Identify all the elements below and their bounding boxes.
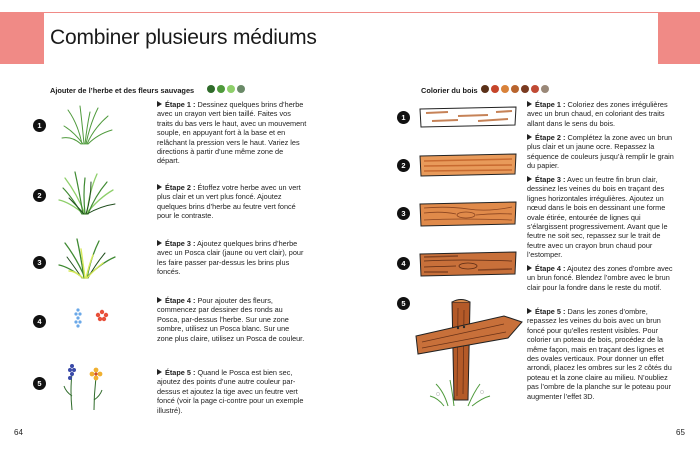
left-step-2: Étape 2 : Étoffez votre herbe avec un ve… bbox=[157, 183, 307, 221]
swatch-7 bbox=[541, 85, 549, 93]
flower-dots-illustration bbox=[74, 308, 109, 328]
step-label: Étape 3 : bbox=[535, 175, 566, 184]
step-text: Ajoutez quelques brins d’herbe avec un P… bbox=[157, 239, 304, 277]
page-title: Combiner plusieurs médiums bbox=[50, 26, 317, 49]
step-text: Complétez la zone avec un brun plus clai… bbox=[527, 133, 674, 171]
step-number: 2 bbox=[33, 189, 46, 202]
step-label: Étape 2 : bbox=[535, 133, 566, 142]
header-rule bbox=[44, 12, 658, 13]
step-number: 4 bbox=[33, 315, 46, 328]
wood-plank-step2-illustration bbox=[419, 153, 517, 177]
right-step-4: Étape 4 : Ajoutez des zones d’ombre avec… bbox=[527, 264, 677, 292]
step-number: 3 bbox=[397, 207, 410, 220]
swatch-2 bbox=[491, 85, 499, 93]
right-step-5: Étape 5 : Dans les zones d’ombre, repass… bbox=[527, 307, 677, 401]
right-step-1: Étape 1 : Coloriez des zones irrégulière… bbox=[527, 100, 677, 128]
step-label: Étape 1 : bbox=[535, 100, 566, 109]
step-text: Ajoutez des zones d’ombre avec un brun f… bbox=[527, 264, 673, 292]
step-arrow-icon bbox=[157, 369, 162, 375]
step-arrow-icon bbox=[527, 134, 532, 140]
swatch-3 bbox=[227, 85, 235, 93]
step-text: Avec un feutre fin brun clair, dessinez … bbox=[527, 175, 668, 260]
step-arrow-icon bbox=[527, 101, 532, 107]
page-number-right: 65 bbox=[676, 428, 685, 437]
step-number: 2 bbox=[397, 159, 410, 172]
right-section-heading: Colorier du bois bbox=[421, 86, 478, 95]
swatch-4 bbox=[237, 85, 245, 93]
wood-plank-step1-illustration bbox=[419, 106, 517, 128]
right-step-3: Étape 3 : Avec un feutre fin brun clair,… bbox=[527, 175, 677, 260]
left-step-5: Étape 5 : Quand le Posca est bien sec, a… bbox=[157, 368, 307, 415]
step-number: 1 bbox=[33, 119, 46, 132]
step-text: Étoffez votre herbe avec un vert plus cl… bbox=[157, 183, 301, 221]
step-label: Étape 5 : bbox=[535, 307, 566, 316]
step-label: Étape 5 : bbox=[165, 368, 196, 377]
left-step-3: Étape 3 : Ajoutez quelques brins d’herbe… bbox=[157, 239, 307, 277]
grass-step2-illustration bbox=[58, 171, 116, 215]
header-band-left bbox=[0, 12, 44, 64]
step-number: 5 bbox=[33, 377, 46, 390]
header-band-right bbox=[658, 12, 700, 64]
step-number: 1 bbox=[397, 111, 410, 124]
step-text: Coloriez des zones irrégulières avec un … bbox=[527, 100, 668, 128]
step-arrow-icon bbox=[157, 184, 162, 190]
step-arrow-icon bbox=[157, 297, 162, 303]
step-text: Quand le Posca est bien sec, ajoutez des… bbox=[157, 368, 304, 415]
swatch-5 bbox=[521, 85, 529, 93]
wood-plank-step4-illustration bbox=[419, 251, 517, 277]
swatch-4 bbox=[511, 85, 519, 93]
swatch-6 bbox=[531, 85, 539, 93]
step-arrow-icon bbox=[527, 308, 532, 314]
grass-step1-illustration bbox=[61, 105, 113, 145]
step-number: 4 bbox=[397, 257, 410, 270]
swatch-2 bbox=[217, 85, 225, 93]
step-text: Dans les zones d’ombre, repassez les vei… bbox=[527, 307, 672, 401]
step-arrow-icon bbox=[527, 265, 532, 271]
step-text: Dessinez quelques brins d’herbe avec un … bbox=[157, 100, 307, 166]
step-text: Pour ajouter des fleurs, commencez par d… bbox=[157, 296, 305, 343]
wildflowers-illustration bbox=[63, 364, 103, 411]
step-arrow-icon bbox=[157, 101, 162, 107]
swatch-1 bbox=[207, 85, 215, 93]
step-number: 5 bbox=[397, 297, 410, 310]
left-step-4: Étape 4 : Pour ajouter des fleurs, comme… bbox=[157, 296, 307, 343]
step-arrow-icon bbox=[527, 176, 532, 182]
right-step-2: Étape 2 : Complétez la zone avec un brun… bbox=[527, 133, 677, 171]
right-color-swatches bbox=[481, 85, 549, 93]
swatch-1 bbox=[481, 85, 489, 93]
step-label: Étape 2 : bbox=[165, 183, 196, 192]
left-step-1: Étape 1 : Dessinez quelques brins d’herb… bbox=[157, 100, 307, 166]
step-number: 3 bbox=[33, 256, 46, 269]
step-label: Étape 1 : bbox=[165, 100, 196, 109]
wooden-signpost-illustration bbox=[415, 299, 523, 407]
left-color-swatches bbox=[207, 85, 245, 93]
wood-plank-step3-illustration bbox=[419, 201, 517, 227]
step-arrow-icon bbox=[157, 240, 162, 246]
step-label: Étape 4 : bbox=[535, 264, 566, 273]
grass-step3-illustration bbox=[58, 238, 116, 279]
left-section-heading: Ajouter de l’herbe et des fleurs sauvage… bbox=[50, 86, 195, 95]
page-number-left: 64 bbox=[14, 428, 23, 437]
step-label: Étape 4 : bbox=[165, 296, 196, 305]
swatch-3 bbox=[501, 85, 509, 93]
step-label: Étape 3 : bbox=[165, 239, 196, 248]
